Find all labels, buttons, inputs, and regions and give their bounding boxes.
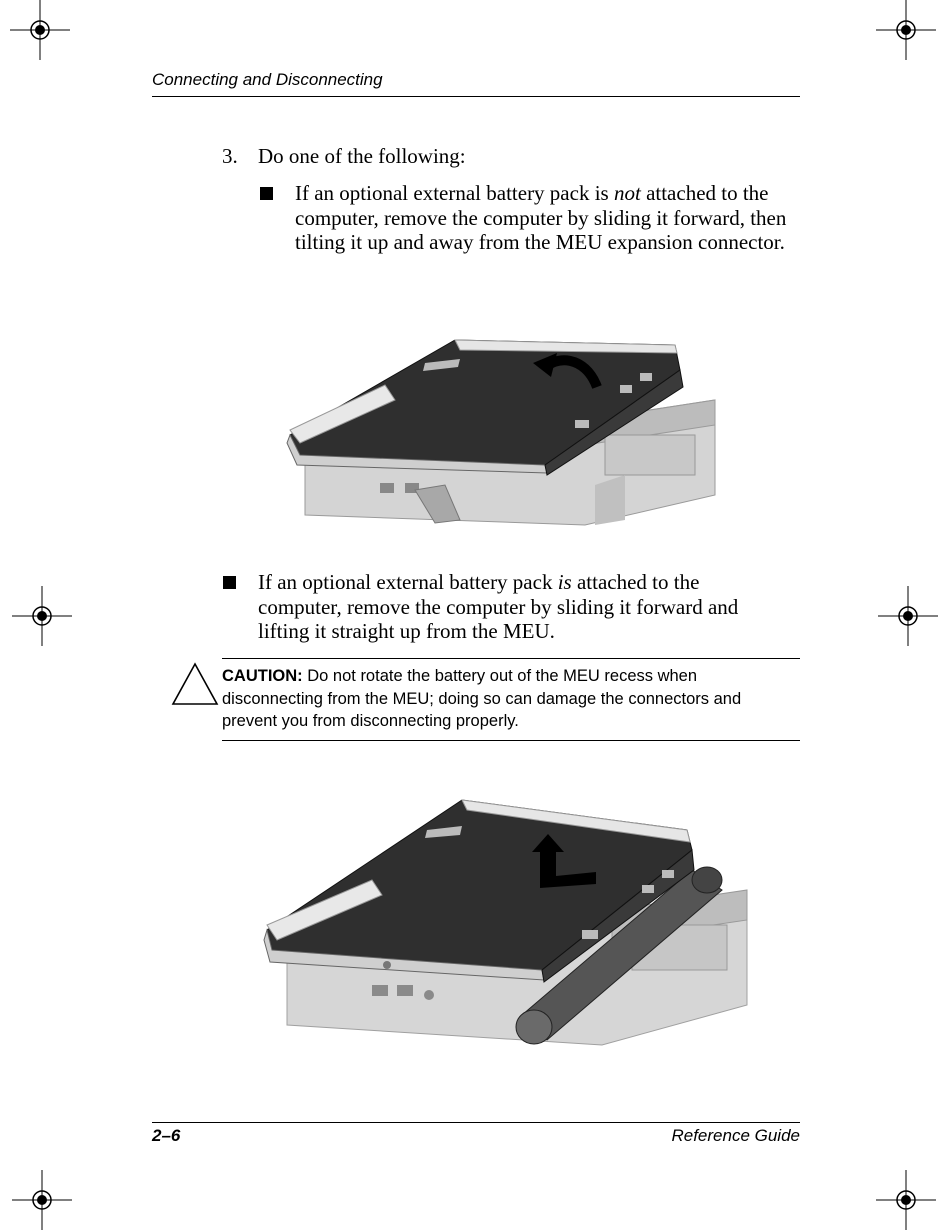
caution-bottom-rule <box>222 740 800 741</box>
step-text: Do one of the following: <box>258 144 466 168</box>
registration-mark-icon <box>12 586 72 646</box>
registration-mark-icon <box>876 0 936 60</box>
registration-mark-icon <box>10 0 70 60</box>
bullet-square <box>260 187 273 200</box>
caution-top-rule <box>222 658 800 659</box>
bullet-square <box>223 576 236 589</box>
footer-rule <box>152 1122 800 1123</box>
registration-mark-icon <box>12 1170 72 1230</box>
caution-triangle-icon <box>171 662 219 705</box>
registration-mark-icon <box>876 1170 936 1230</box>
guide-name: Reference Guide <box>671 1126 800 1145</box>
header-rule <box>152 96 800 97</box>
laptop-tilt-illustration <box>286 339 716 526</box>
bullet-paragraph: If an optional external battery pack is … <box>258 570 739 643</box>
laptop-lift-illustration <box>263 799 748 1046</box>
page-number: 2–6 <box>152 1126 181 1145</box>
bullet-paragraph: If an optional external battery pack is … <box>295 181 787 254</box>
caution-text: CAUTION: Do not rotate the battery out o… <box>222 667 742 730</box>
step-number: 3. <box>222 144 238 168</box>
running-header: Connecting and Disconnecting <box>152 70 383 89</box>
registration-mark-icon <box>878 586 938 646</box>
